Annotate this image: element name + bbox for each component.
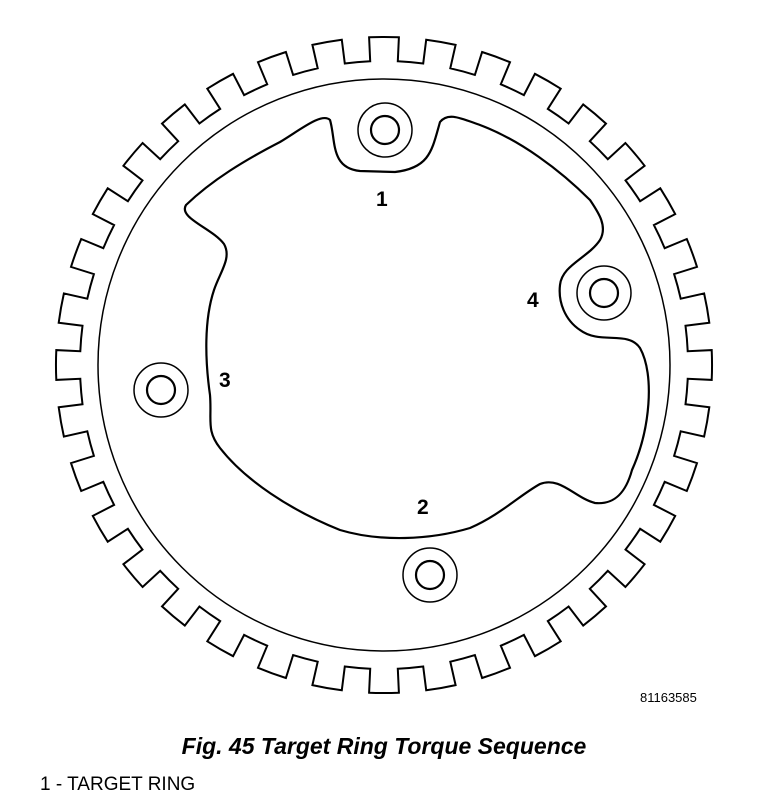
target-ring-drawing xyxy=(54,35,714,695)
center-cutout xyxy=(183,115,650,540)
bolt-hole-3 xyxy=(133,362,189,418)
toothed-outer-ring xyxy=(54,35,714,695)
figure-caption: Fig. 45 Target Ring Torque Sequence xyxy=(181,733,587,759)
bolt-hole-4 xyxy=(576,265,632,321)
sequence-label-2: 2 xyxy=(417,496,429,519)
figure-id: 81163585 xyxy=(640,690,697,705)
inner-rim-circle xyxy=(97,78,671,652)
sequence-label-3: 3 xyxy=(219,369,231,392)
legend-item: 1 - TARGET RING xyxy=(40,774,196,795)
sequence-label-4: 4 xyxy=(527,289,539,312)
sequence-label-1: 1 xyxy=(376,188,388,211)
bolt-hole-2 xyxy=(402,547,458,603)
bolt-hole-1 xyxy=(357,102,413,158)
